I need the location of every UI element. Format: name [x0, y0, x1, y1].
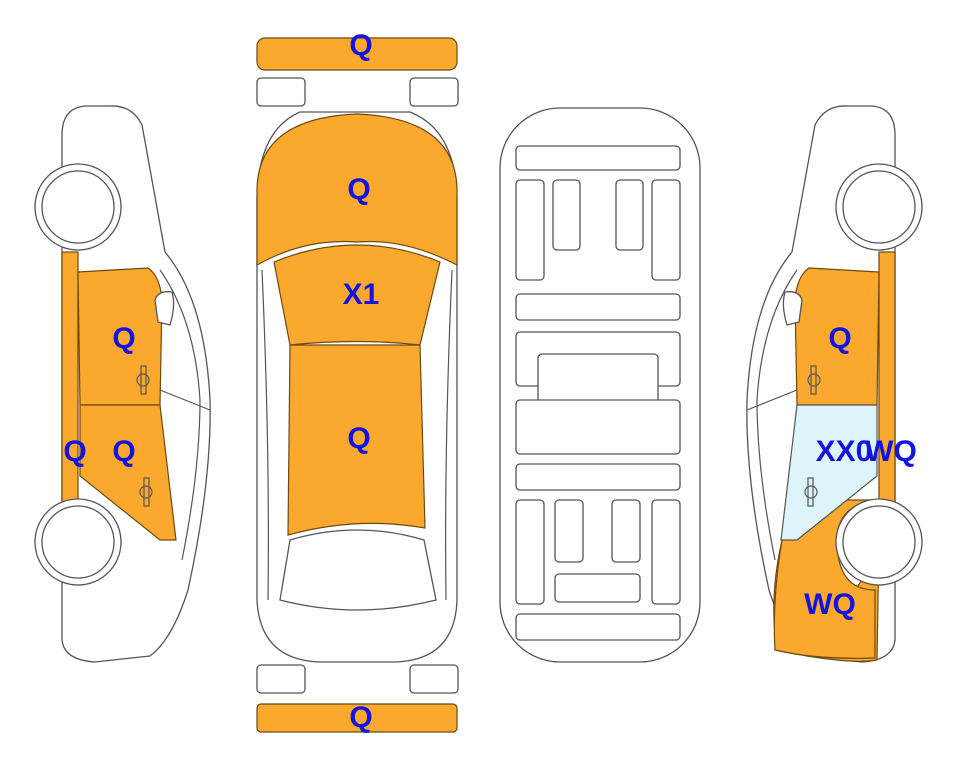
right-rear-door[interactable] [780, 404, 878, 541]
front-bumper[interactable] [256, 37, 458, 71]
damage-label-right-rear-door: XX0 [816, 435, 873, 468]
door-handle-icon [804, 477, 818, 507]
left-rear-door[interactable] [79, 404, 177, 541]
windshield[interactable] [273, 244, 441, 346]
damage-label-left-sill: Q [63, 435, 86, 468]
taillight-left [256, 664, 306, 694]
door-handle-icon [136, 365, 150, 395]
door-handle-icon [139, 477, 153, 507]
left-side-view [34, 105, 211, 663]
wheel-icon [835, 498, 923, 586]
damage-label-front-bumper: Q [349, 29, 372, 62]
damage-label-right-rear-quarter: WQ [804, 588, 856, 621]
rear-bumper[interactable] [256, 703, 458, 733]
headlight-right [409, 77, 459, 107]
damage-label-right-front-door: Q [828, 322, 851, 355]
underside-view [499, 107, 701, 663]
taillight-right [409, 664, 459, 694]
damage-label-left-front-door: Q [112, 322, 135, 355]
top-view [256, 37, 459, 733]
hood[interactable] [256, 113, 458, 267]
damage-label-left-rear-door: Q [112, 435, 135, 468]
headlight-left [256, 77, 306, 107]
wheel-icon [34, 163, 122, 251]
damage-label-hood: Q [347, 173, 370, 206]
wheel-icon [34, 498, 122, 586]
damage-label-rear-bumper: Q [349, 701, 372, 734]
door-handle-icon [807, 365, 821, 395]
damage-label-windshield: X1 [343, 278, 380, 311]
right-side-view [746, 105, 923, 663]
wheel-icon [835, 163, 923, 251]
roof[interactable] [287, 344, 426, 536]
damage-label-roof: Q [347, 422, 370, 455]
damage-label-right-sill: WQ [865, 435, 917, 468]
